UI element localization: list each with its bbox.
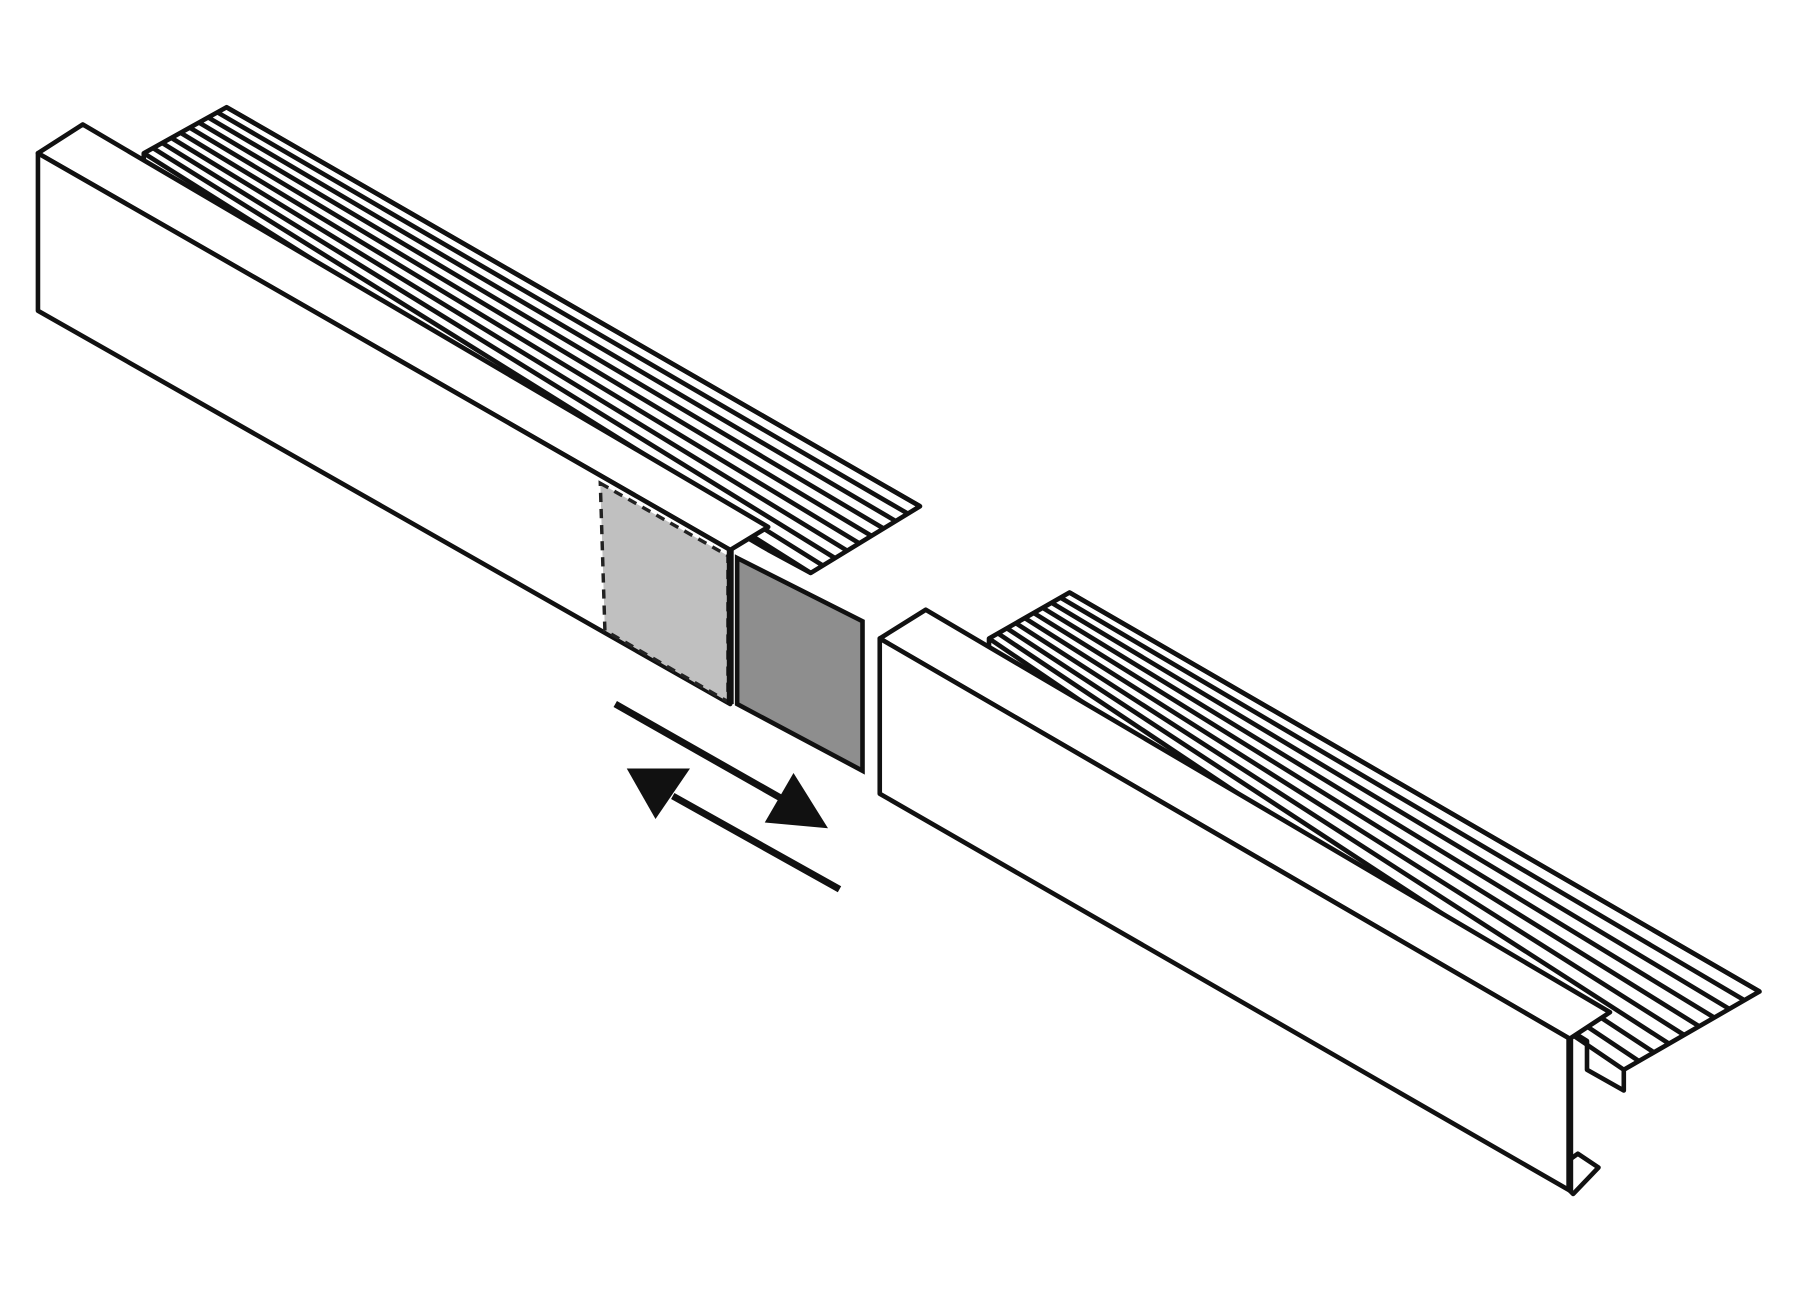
arrow-right-shaft [613, 701, 796, 809]
tread-rib [197, 120, 885, 531]
tread-rib [170, 135, 849, 553]
left-nosing-profile [35, 104, 923, 707]
tread-rib [216, 110, 910, 516]
tread-rib [1068, 590, 1761, 994]
right-nosing-profile [877, 590, 1762, 1197]
tread-rib [1023, 616, 1686, 1037]
arrow-right-head-icon [764, 773, 828, 829]
tread-rib [1041, 605, 1716, 1020]
tread-rib [1059, 595, 1746, 1003]
visible-splice-plate [734, 554, 865, 775]
tread-rib [1014, 621, 1671, 1046]
right-tread-ribs [987, 590, 1761, 1072]
tread-rib [160, 141, 837, 561]
tread-rib [1032, 610, 1701, 1029]
arrow-left-shaft [671, 793, 842, 893]
slide-arrows [613, 701, 842, 893]
tread-rib [1050, 600, 1731, 1011]
tread-rib [206, 115, 897, 524]
right-bottom-return [1567, 1151, 1601, 1197]
tread-rib [179, 130, 861, 546]
arrow-left-head-icon [626, 768, 690, 820]
tread-rib [225, 105, 922, 509]
tread-rib [188, 125, 873, 538]
